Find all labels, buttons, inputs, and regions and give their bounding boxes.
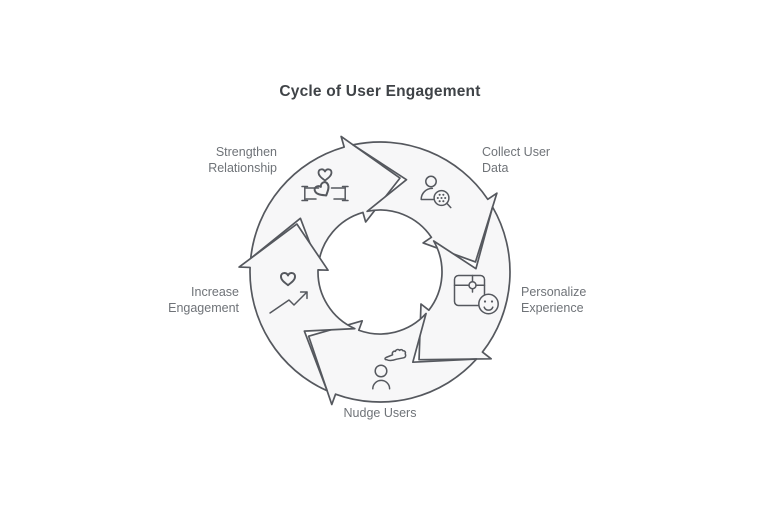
label-line: Nudge Users: [343, 406, 417, 420]
label-line: Relationship: [208, 161, 277, 175]
user-nudge-hand-icon: [372, 348, 407, 390]
label-line: Increase: [191, 285, 239, 299]
step-label-collect-user-data: Collect User Data: [482, 144, 550, 176]
arrow-increase-engagement: [238, 223, 356, 392]
label-line: Data: [482, 161, 509, 175]
step-label-strengthen-relationship: Strengthen Relationship: [208, 144, 277, 176]
user-data-magnifier-icon: [420, 175, 452, 209]
label-line: Collect User: [482, 145, 551, 159]
arrow-personalize-experience: [418, 206, 511, 361]
label-line: Strengthen: [215, 145, 277, 159]
arrow-strengthen-relationship: [249, 135, 401, 267]
label-line: Experience: [521, 301, 584, 315]
diagram-title: Cycle of User Engagement: [279, 83, 481, 100]
arrow-collect-user-data: [352, 141, 498, 263]
step-label-nudge-users: Nudge Users: [344, 405, 417, 421]
heart-handshake-icon: [301, 168, 349, 202]
step-label-personalize-experience: Personalize Experience: [521, 284, 586, 316]
puzzle-smiley-icon: [453, 274, 499, 315]
arrow-nudge-users: [307, 312, 478, 406]
cycle-arrows: [238, 135, 511, 406]
label-line: Personalize: [521, 285, 587, 299]
label-line: Engagement: [168, 301, 239, 315]
step-label-increase-engagement: Increase Engagement: [168, 284, 239, 316]
heart-growth-arrow-icon: [269, 272, 308, 314]
